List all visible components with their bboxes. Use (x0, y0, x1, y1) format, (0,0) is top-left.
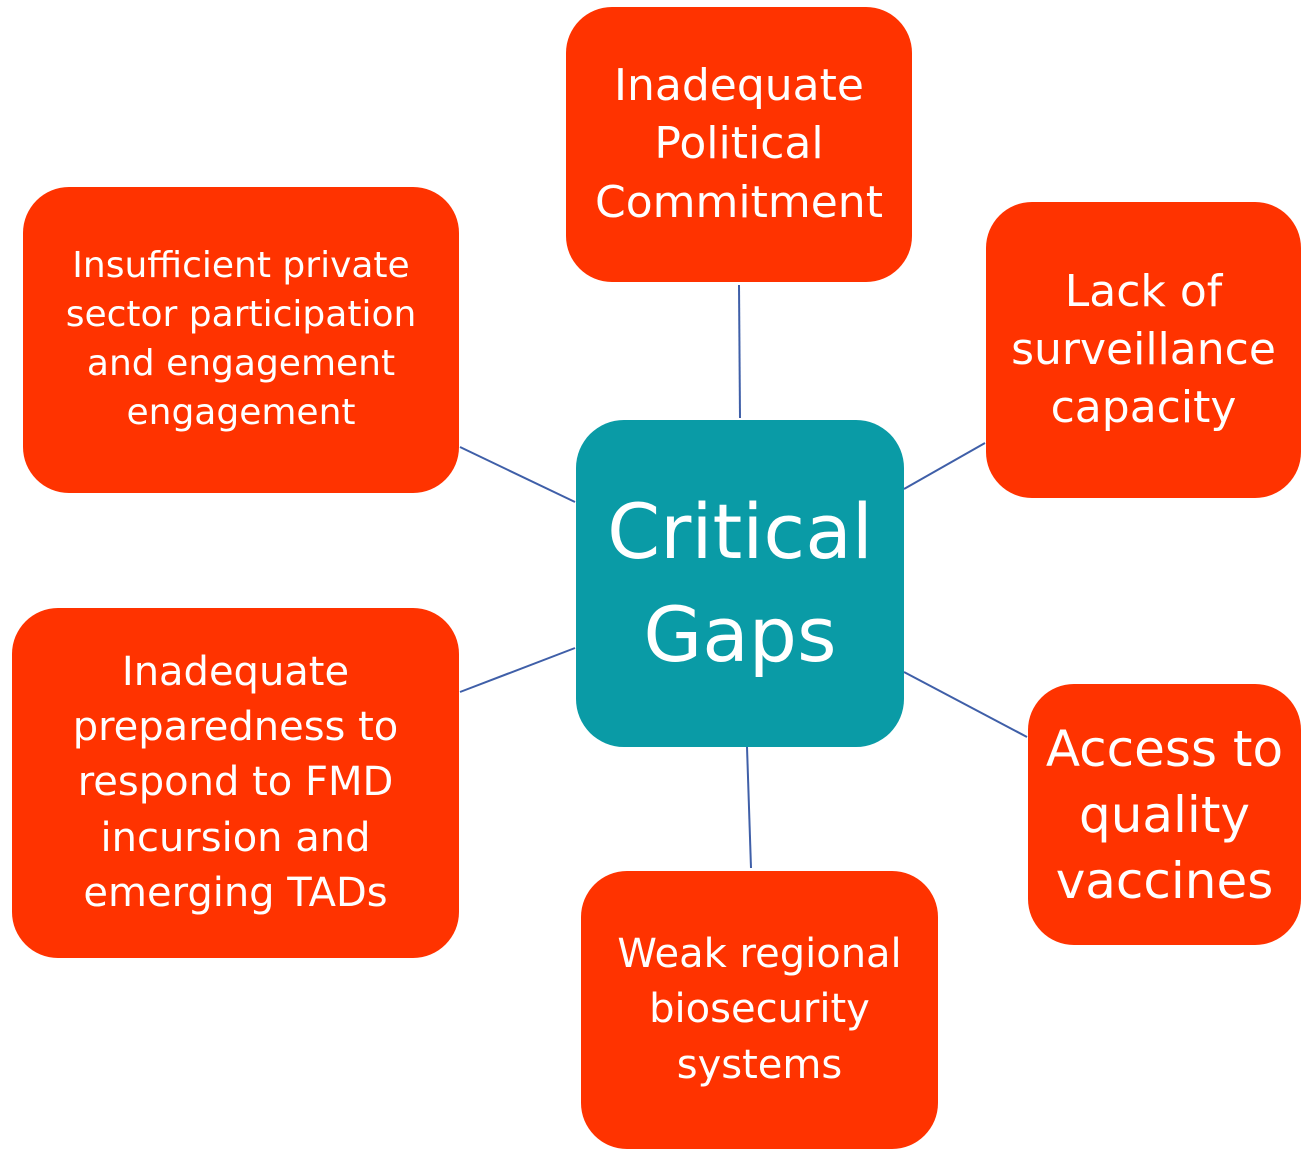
connector-preparedness (459, 647, 576, 693)
hub-critical-gaps: Critical Gaps (576, 420, 904, 747)
gap-quality-vaccines: Access to quality vaccines (1028, 684, 1301, 945)
gap-preparedness-fmd: Inadequate preparedness to respond to FM… (12, 608, 459, 958)
connector-surveillance (903, 442, 986, 490)
hub-label: Critical Gaps (607, 486, 873, 679)
gap-label: Insufficient private sector participatio… (65, 245, 417, 433)
gap-label: Access to quality vaccines (1045, 719, 1284, 910)
gap-label: Lack of surveillance capacity (1011, 265, 1276, 434)
connector-political (738, 284, 741, 419)
gap-label: Weak regional biosecurity systems (617, 931, 902, 1088)
gap-label: Inadequate preparedness to respond to FM… (72, 649, 399, 916)
gap-political-commitment: Inadequate Political Commitment (566, 7, 912, 282)
connector-private-sector (459, 446, 576, 503)
gap-surveillance-capacity: Lack of surveillance capacity (986, 202, 1301, 498)
gap-private-sector-participation: Insufficient private sector participatio… (23, 187, 459, 493)
gap-label: Inadequate Political Commitment (595, 60, 883, 228)
gap-regional-biosecurity: Weak regional biosecurity systems (581, 871, 938, 1149)
connector-vaccines (903, 671, 1028, 738)
connector-biosecurity (746, 746, 752, 869)
